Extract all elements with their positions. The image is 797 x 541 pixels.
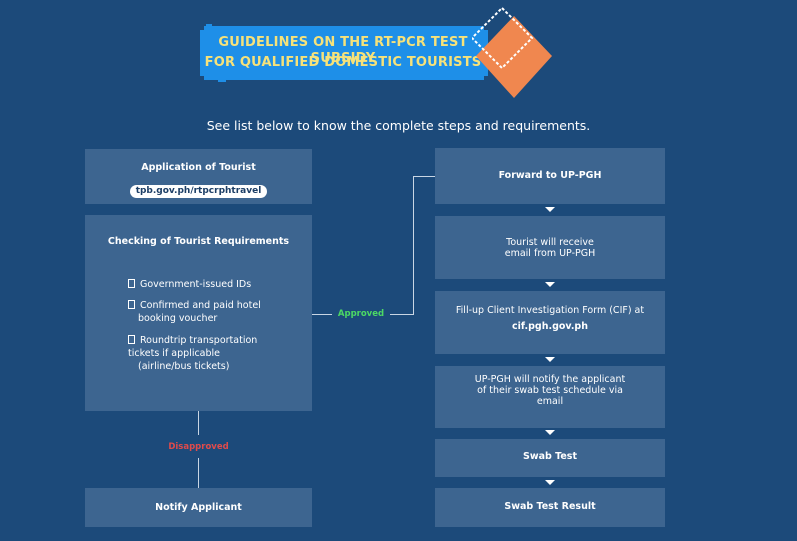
- approved-connector-top: [413, 176, 435, 177]
- requirement-item-2: Confirmed and paid hotel booking voucher: [128, 299, 261, 325]
- application-link[interactable]: tpb.gov.ph/rtpcrphtravel: [129, 185, 268, 198]
- notify-label: Notify Applicant: [155, 502, 242, 513]
- step-forward-box: Forward to UP-PGH: [435, 148, 665, 204]
- step-forward-label: Forward to UP-PGH: [498, 170, 602, 181]
- arrow-down-icon: [545, 282, 555, 287]
- step-cif-box: Fill-up Client Investigation Form (CIF) …: [435, 291, 665, 354]
- arrow-down-icon: [545, 357, 555, 362]
- step-swab-test-box: Swab Test: [435, 439, 665, 477]
- approved-connector-right: [390, 314, 414, 315]
- requirement-item-1: Government-issued IDs: [128, 278, 251, 291]
- title-banner: GUIDELINES ON THE RT-PCR TEST SUBSIDY FO…: [198, 24, 488, 82]
- disapproved-connector-bottom: [198, 458, 199, 488]
- disapproved-connector-top: [198, 411, 199, 435]
- requirement-item-3: Roundtrip transportation tickets if appl…: [128, 335, 258, 372]
- checkbox-icon: [128, 335, 135, 344]
- banner-background: [200, 24, 488, 82]
- step-receive-email-line2: email from UP-PGH: [504, 248, 596, 259]
- diamond-decoration-icon: [472, 6, 552, 98]
- arrow-down-icon: [545, 430, 555, 435]
- checkbox-icon: [128, 300, 135, 309]
- arrow-down-icon: [545, 207, 555, 212]
- banner-title-line1: GUIDELINES ON THE RT-PCR TEST SUBSIDY: [218, 35, 468, 66]
- step-notify-schedule-line3: email: [536, 396, 564, 407]
- step-receive-email-box: Tourist will receive email from UP-PGH: [435, 216, 665, 279]
- approved-connector-left: [312, 314, 332, 315]
- application-box: Application of Tourist tpb.gov.ph/rtpcrp…: [85, 149, 312, 204]
- step-swab-result-box: Swab Test Result: [435, 488, 665, 527]
- step-swab-result-label: Swab Test Result: [504, 501, 596, 512]
- notify-box: Notify Applicant: [85, 488, 312, 527]
- application-title: Application of Tourist: [141, 162, 256, 173]
- checking-title: Checking of Tourist Requirements: [107, 236, 290, 247]
- step-notify-schedule-box: UP-PGH will notify the applicant of thei…: [435, 366, 665, 428]
- disapproved-label: Disapproved: [168, 442, 229, 452]
- step-notify-schedule-line1: UP-PGH will notify the applicant: [474, 374, 626, 385]
- approved-connector-vertical: [413, 176, 414, 315]
- banner-title-line2: FOR QUALIFIED DOMESTIC TOURISTS: [204, 55, 482, 70]
- step-cif-link[interactable]: cif.pgh.gov.ph: [512, 321, 588, 332]
- approved-label: Approved: [337, 309, 385, 319]
- checkbox-icon: [128, 279, 135, 288]
- checking-box: Checking of Tourist Requirements Governm…: [85, 215, 312, 411]
- step-notify-schedule-line2: of their swab test schedule via: [477, 385, 623, 396]
- arrow-down-icon: [545, 480, 555, 485]
- step-receive-email-line1: Tourist will receive: [506, 237, 594, 248]
- step-swab-test-label: Swab Test: [523, 451, 577, 462]
- subtitle: See list below to know the complete step…: [206, 118, 591, 133]
- step-cif-line1: Fill-up Client Investigation Form (CIF) …: [455, 305, 645, 316]
